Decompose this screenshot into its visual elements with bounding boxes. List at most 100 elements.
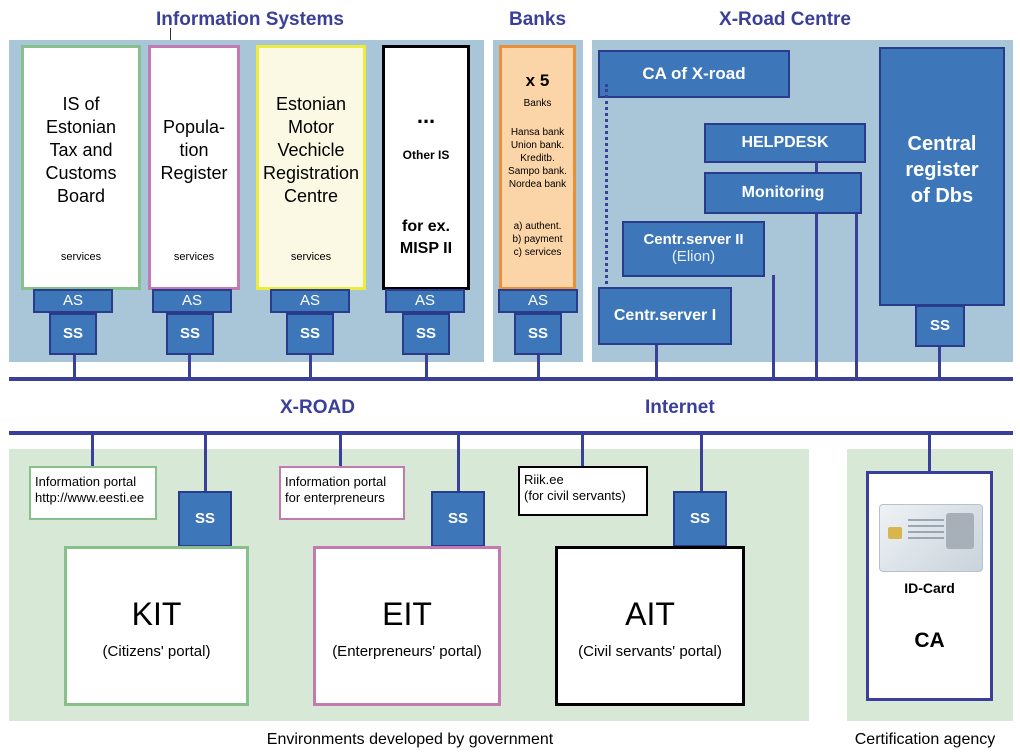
name-line: Register bbox=[160, 163, 228, 183]
environment-desc: (Citizens' portal) bbox=[102, 643, 211, 660]
register-line: register bbox=[905, 159, 979, 181]
certification-box: ID-Card CA bbox=[866, 471, 993, 701]
portal-eesti: Information portal http://www.eesti.ee bbox=[29, 466, 157, 520]
xroad-line bbox=[9, 377, 1013, 381]
name-line: Vechicle bbox=[277, 140, 345, 160]
centr-server-1-box: Centr.server I bbox=[598, 287, 732, 345]
centr-server-2-sub: (Elion) bbox=[671, 248, 716, 265]
government-caption: Environments developed by government bbox=[266, 731, 554, 748]
environment-abbr: AIT bbox=[625, 596, 675, 632]
security-server-box: SS bbox=[673, 491, 727, 547]
register-line: Central bbox=[907, 133, 977, 155]
portal-riik: Riik.ee (for civil servants) bbox=[518, 466, 648, 516]
name-line: Tax and bbox=[49, 140, 113, 160]
portal-enterpreneurs: Information portal for enterpreneurs bbox=[279, 466, 405, 520]
bank-item: Sampo bank. bbox=[508, 166, 567, 177]
connector bbox=[188, 355, 191, 378]
security-server-box: SS bbox=[49, 313, 97, 355]
dotted-connector bbox=[605, 84, 608, 284]
system-name: Estonian Motor Vechicle Registration Cen… bbox=[259, 93, 363, 208]
bank-count: x 5 bbox=[525, 71, 550, 90]
centr-server-2-label: Centr.server II bbox=[643, 231, 744, 248]
environment-abbr: EIT bbox=[382, 596, 432, 632]
connector bbox=[425, 355, 428, 378]
security-server-box: SS bbox=[166, 313, 214, 355]
name-line: Estonian bbox=[275, 94, 347, 114]
name-line: Board bbox=[56, 186, 106, 206]
banks-title: Banks bbox=[508, 9, 567, 30]
banks-label: Banks bbox=[523, 98, 552, 109]
information-systems-title: Information Systems bbox=[156, 9, 344, 30]
security-server-box: SS bbox=[514, 313, 562, 355]
security-server-box: SS bbox=[286, 313, 334, 355]
ca-label: CA bbox=[914, 629, 945, 652]
bank-functions: a) authent. b) payment c) services bbox=[502, 220, 573, 259]
ca-of-xroad-box: CA of X-road bbox=[598, 50, 790, 98]
id-card-label: ID-Card bbox=[904, 580, 955, 596]
other-dots: ... bbox=[416, 103, 436, 128]
portal-line: for enterpreneurs bbox=[285, 490, 385, 505]
connector bbox=[928, 431, 931, 471]
bank-item: Nordea bank bbox=[508, 179, 567, 190]
security-server-box: SS bbox=[178, 491, 232, 547]
system-card-motor-vehicle: Estonian Motor Vechicle Registration Cen… bbox=[256, 45, 366, 290]
name-line: Customs bbox=[45, 163, 117, 183]
adapter-server-box: AS bbox=[152, 289, 232, 313]
environment-ait: AIT (Civil servants' portal) bbox=[555, 546, 745, 706]
connector bbox=[309, 355, 312, 378]
function-item: a) authent. bbox=[513, 221, 562, 232]
connector bbox=[457, 431, 460, 492]
environment-abbr: KIT bbox=[131, 596, 182, 632]
system-card-other-is: ... Other IS for ex. MISP II bbox=[382, 45, 470, 290]
connector bbox=[537, 355, 540, 378]
security-server-box: SS bbox=[402, 313, 450, 355]
centr-server-2-box: Centr.server II (Elion) bbox=[622, 221, 765, 277]
name-line: tion bbox=[179, 140, 209, 160]
adapter-server-box: AS bbox=[385, 289, 465, 313]
connector bbox=[339, 431, 342, 469]
bank-list: Hansa bank Union bank. Kreditb. Sampo ba… bbox=[502, 126, 573, 191]
adapter-server-box: AS bbox=[33, 289, 113, 313]
name-line: Estonian bbox=[45, 117, 117, 137]
connector bbox=[655, 345, 658, 378]
card-lines bbox=[908, 519, 944, 521]
banks-card: x 5 Banks Hansa bank Union bank. Kreditb… bbox=[499, 45, 576, 290]
portal-line: Riik.ee bbox=[524, 472, 564, 487]
connector bbox=[204, 431, 207, 492]
other-is-label: Other IS bbox=[402, 148, 450, 162]
bank-item: Union bank. bbox=[510, 140, 565, 151]
connector bbox=[581, 431, 584, 469]
xroad-centre-title: X-Road Centre bbox=[719, 9, 851, 30]
connector bbox=[855, 213, 858, 378]
register-line: of Dbs bbox=[910, 185, 974, 207]
system-card-population-register: Popula- tion Register services bbox=[148, 45, 240, 290]
portal-line: Information portal bbox=[285, 474, 387, 489]
central-register-label: Central register of Dbs bbox=[881, 131, 1003, 209]
environment-kit: KIT (Citizens' portal) bbox=[64, 546, 249, 706]
internet-line bbox=[9, 431, 1013, 435]
name-line: IS of bbox=[62, 94, 100, 114]
helpdesk-box: HELPDESK bbox=[704, 123, 866, 163]
adapter-server-box: AS bbox=[498, 289, 578, 313]
chip-icon bbox=[888, 527, 902, 539]
example-line-1: for ex. bbox=[401, 218, 450, 235]
bank-item: Hansa bank bbox=[510, 127, 565, 138]
portal-line: (for civil servants) bbox=[524, 488, 626, 503]
central-register-box: Central register of Dbs bbox=[879, 47, 1005, 306]
bank-item: Kreditb. bbox=[520, 153, 555, 164]
services-label: services bbox=[173, 251, 215, 263]
certification-caption: Certification agency bbox=[854, 731, 996, 748]
connector bbox=[772, 275, 775, 378]
environment-desc: (Enterpreneurs' portal) bbox=[332, 643, 482, 660]
services-label: services bbox=[290, 251, 332, 263]
id-card-image bbox=[879, 504, 983, 572]
portal-line: Information portal bbox=[35, 474, 137, 489]
system-card-tax-customs: IS of Estonian Tax and Customs Board ser… bbox=[21, 45, 141, 290]
security-server-box: SS bbox=[915, 305, 965, 347]
monitoring-box: Monitoring bbox=[704, 172, 862, 214]
name-line: Motor bbox=[287, 117, 334, 137]
title-tick bbox=[170, 28, 171, 40]
portal-line: http://www.eesti.ee bbox=[35, 490, 145, 505]
function-item: c) services bbox=[513, 247, 562, 258]
adapter-server-box: AS bbox=[270, 289, 350, 313]
